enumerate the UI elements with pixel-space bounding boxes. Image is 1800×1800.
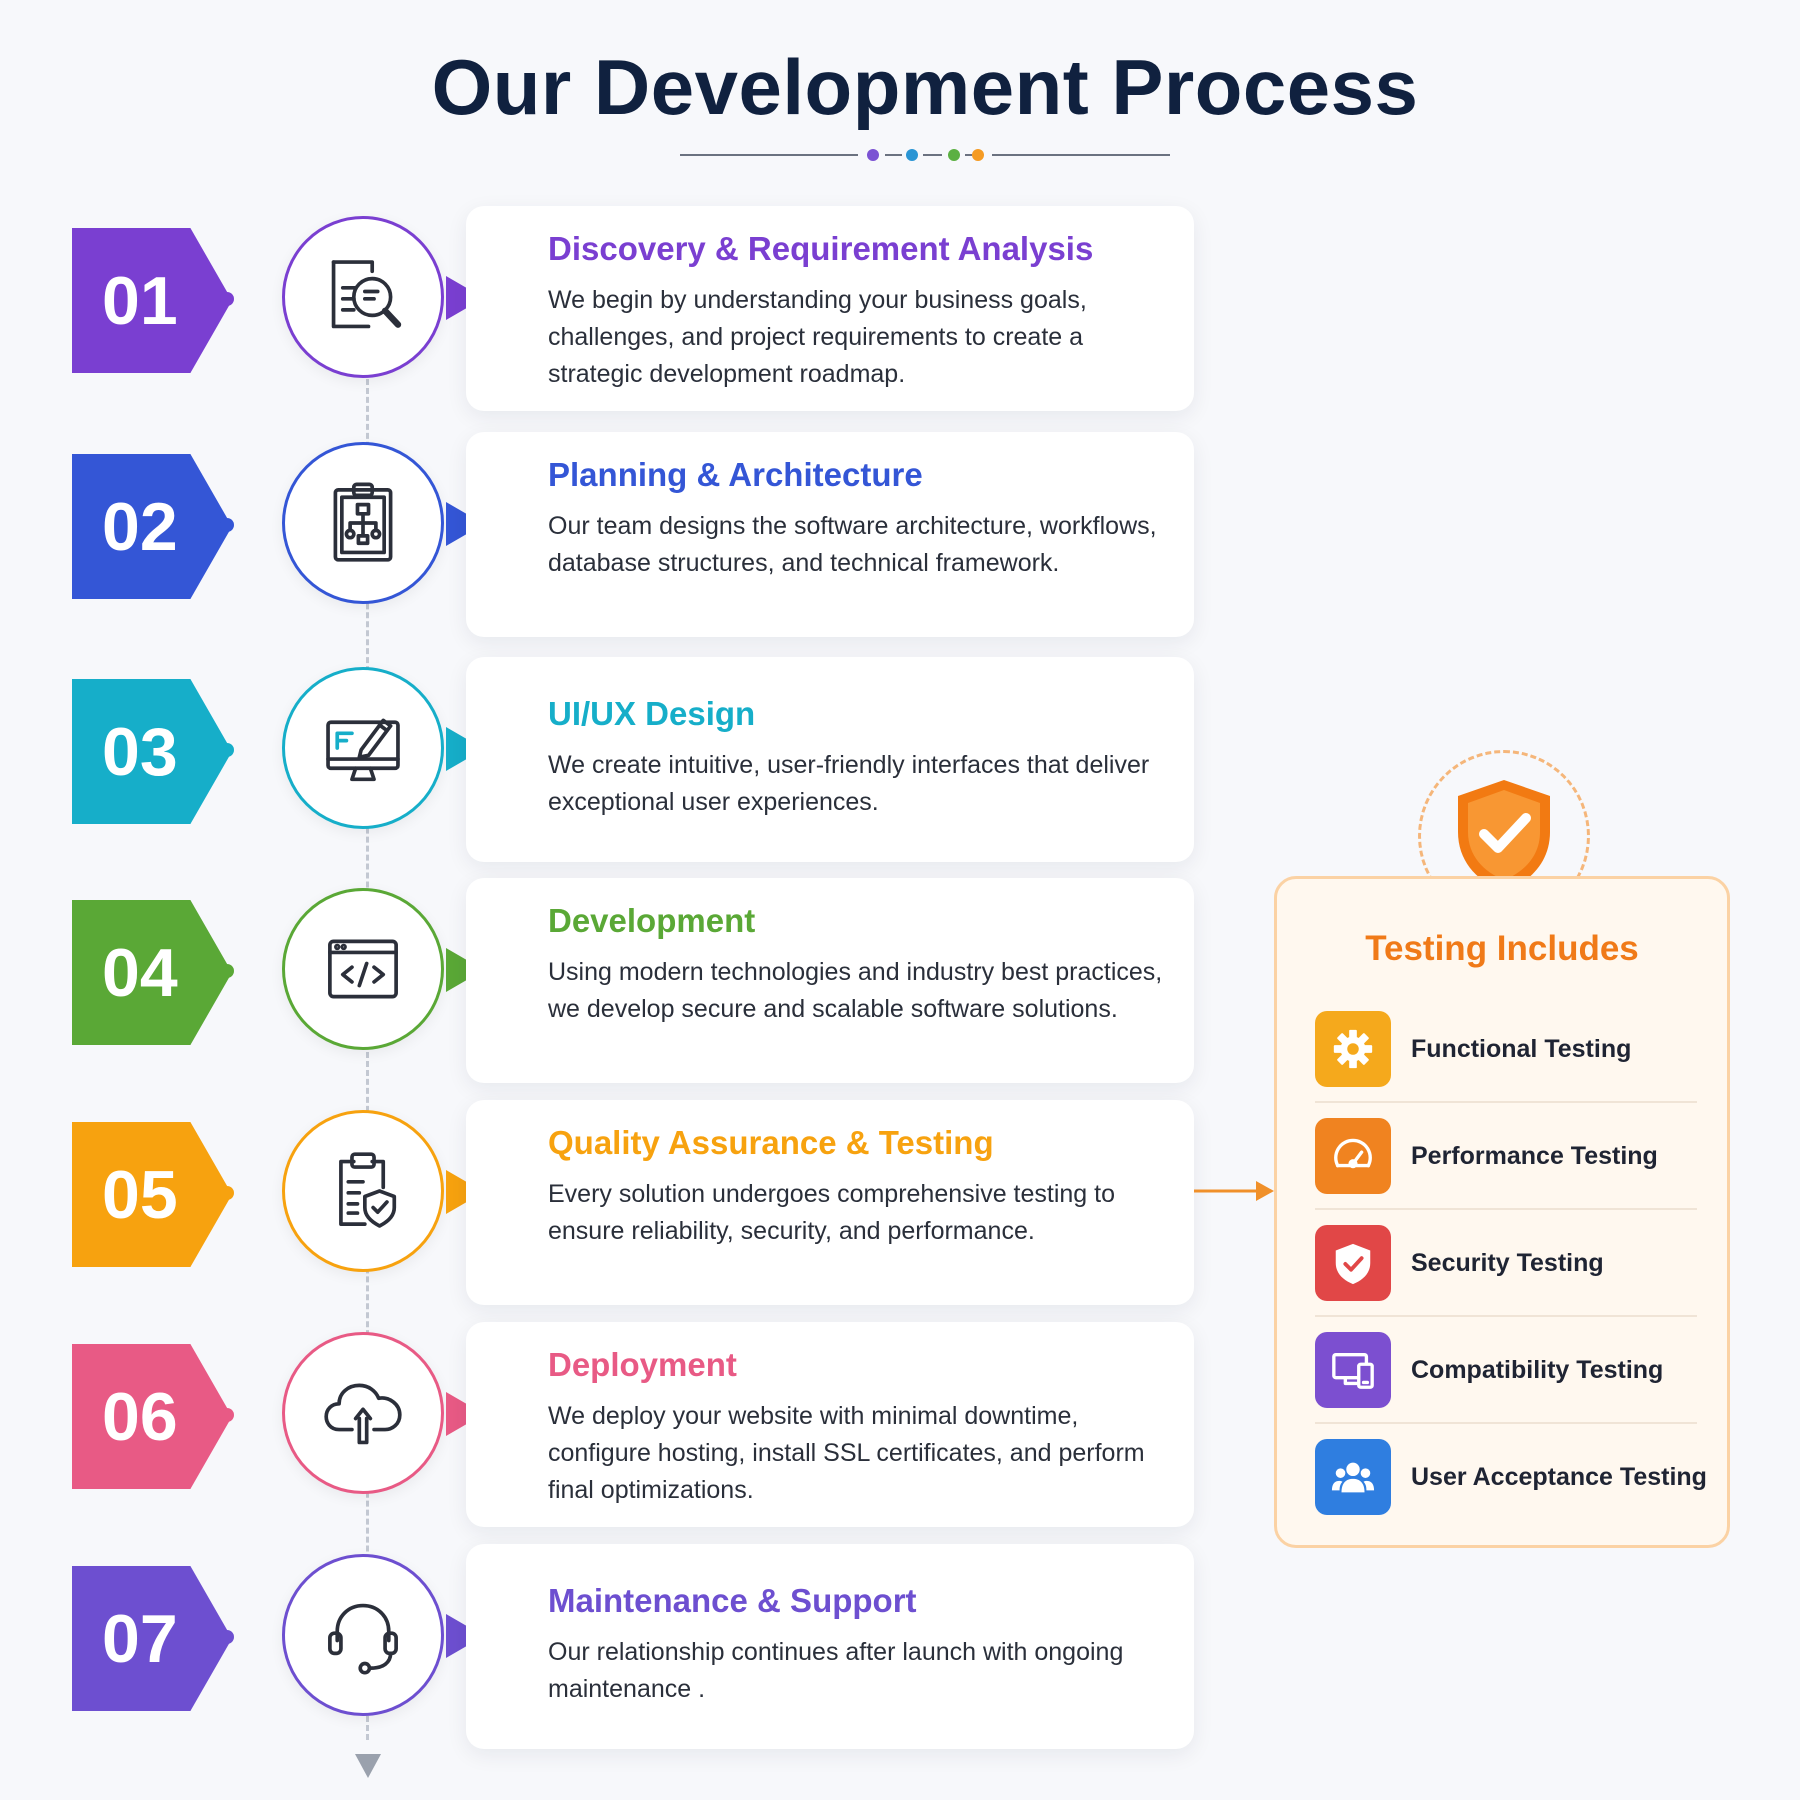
devices-icon	[1332, 1352, 1374, 1389]
timeline-line	[366, 370, 369, 1740]
step-icon-circle	[282, 888, 444, 1050]
magnifier-document-icon	[331, 260, 402, 329]
item-separator	[1315, 1208, 1697, 1210]
step-icon-circle	[282, 1110, 444, 1272]
process-step: 04 Development Using modern technologies…	[0, 878, 1200, 1103]
step-icon-circle	[282, 216, 444, 378]
step-title: Maintenance & Support	[548, 1582, 917, 1619]
step-card: Discovery & Requirement Analysis We begi…	[466, 206, 1194, 411]
step-number-badge: 01	[72, 228, 232, 373]
step-icon-circle	[282, 1554, 444, 1716]
process-step: 01 Discovery & Requirement Analysis We b…	[0, 206, 1200, 431]
testing-title: Testing Includes	[1365, 929, 1639, 968]
step-description: Our team designs the software architectu…	[548, 512, 1157, 577]
testing-item: User Acceptance Testing	[1315, 1425, 1707, 1531]
step-title: Discovery & Requirement Analysis	[548, 230, 1094, 267]
test-label: User Acceptance Testing	[1411, 1463, 1707, 1491]
step-number-badge: 07	[72, 1566, 232, 1711]
step-title: Planning & Architecture	[548, 456, 923, 493]
test-icon-tile	[1315, 1332, 1391, 1408]
test-icon-tile	[1315, 1439, 1391, 1515]
item-separator	[1315, 1315, 1697, 1317]
step-number-badge: 05	[72, 1122, 232, 1267]
timeline-arrow-icon	[355, 1754, 381, 1778]
step-icon-circle	[282, 667, 444, 829]
clipboard-shield-icon	[339, 1152, 397, 1228]
testing-flow-arrow-icon	[1194, 1181, 1274, 1201]
step-card: Deployment We deploy your website with m…	[466, 1322, 1194, 1527]
testing-item: Security Testing	[1315, 1211, 1697, 1317]
step-icon-circle	[282, 442, 444, 604]
badge-dot	[220, 1630, 234, 1644]
test-label: Security Testing	[1411, 1249, 1604, 1277]
step-icon-circle	[282, 1332, 444, 1494]
testing-item: Performance Testing	[1315, 1104, 1697, 1210]
step-description: Using modern technologies and industry b…	[548, 958, 1163, 1023]
badge-dot	[220, 964, 234, 978]
badge-dot	[220, 518, 234, 532]
step-title: Development	[548, 902, 756, 939]
gear-icon	[1333, 1029, 1373, 1069]
step-card: Maintenance & Support Our relationship c…	[466, 1544, 1194, 1749]
step-description: We deploy your website with minimal down…	[548, 1402, 1145, 1504]
item-separator	[1315, 1101, 1697, 1103]
step-title: Quality Assurance & Testing	[548, 1124, 994, 1161]
testing-panel: Testing Includes Functional Testing	[1274, 876, 1730, 1548]
process-step: 06 Deployment We deploy your website wit…	[0, 1322, 1200, 1547]
test-icon-tile	[1315, 1118, 1391, 1194]
testing-item: Functional Testing	[1315, 997, 1697, 1103]
shield-check-icon	[1458, 780, 1550, 892]
process-step: 07 Maintenance & Support Our relationshi…	[0, 1544, 1200, 1769]
divider-dot	[906, 149, 918, 161]
process-step: 05 Quality Assurance & Testing Every sol…	[0, 1100, 1200, 1325]
step-card: Planning & Architecture Our team designs…	[466, 432, 1194, 637]
step-number-badge: 04	[72, 900, 232, 1045]
speedometer-icon	[1334, 1138, 1372, 1169]
process-step: 02 Planning & Architecture Our team desi…	[0, 432, 1200, 657]
step-number-badge: 02	[72, 454, 232, 599]
monitor-pen-icon	[326, 718, 400, 782]
step-description: We begin by understanding your business …	[548, 286, 1087, 388]
divider-dot	[972, 149, 984, 161]
process-step: 03 UI/UX Design We create intuitive, use…	[0, 657, 1200, 882]
code-window-icon	[328, 939, 398, 999]
badge-dot	[220, 292, 234, 306]
step-number-badge: 03	[72, 679, 232, 824]
test-label: Functional Testing	[1411, 1035, 1632, 1063]
users-icon	[1331, 1462, 1375, 1493]
testing-item: Compatibility Testing	[1315, 1318, 1697, 1424]
clipboard-flowchart-icon	[333, 482, 393, 562]
test-icon-tile	[1315, 1225, 1391, 1301]
badge-dot	[220, 743, 234, 757]
step-description: Every solution undergoes comprehensive t…	[548, 1180, 1115, 1245]
title-divider	[680, 149, 1170, 161]
step-title: Deployment	[548, 1346, 737, 1383]
test-label: Performance Testing	[1411, 1142, 1658, 1170]
shield-check-icon	[1335, 1243, 1371, 1285]
step-title: UI/UX Design	[548, 695, 756, 732]
step-description: Our relationship continues after launch …	[548, 1638, 1124, 1703]
test-icon-tile	[1315, 1011, 1391, 1087]
badge-dot	[220, 1408, 234, 1422]
cloud-upload-icon	[324, 1383, 402, 1445]
page-title: Our Development Process	[431, 43, 1419, 131]
step-card: Quality Assurance & Testing Every soluti…	[466, 1100, 1194, 1305]
step-card: Development Using modern technologies an…	[466, 878, 1194, 1083]
divider-dot	[948, 149, 960, 161]
step-card: UI/UX Design We create intuitive, user-f…	[466, 657, 1194, 862]
badge-dot	[220, 1186, 234, 1200]
headset-icon	[328, 1603, 398, 1675]
divider-dot	[867, 149, 879, 161]
step-number-badge: 06	[72, 1344, 232, 1489]
item-separator	[1315, 1422, 1697, 1424]
test-label: Compatibility Testing	[1411, 1356, 1664, 1384]
step-description: We create intuitive, user-friendly inter…	[548, 751, 1150, 816]
gear-hole	[1347, 1043, 1359, 1055]
